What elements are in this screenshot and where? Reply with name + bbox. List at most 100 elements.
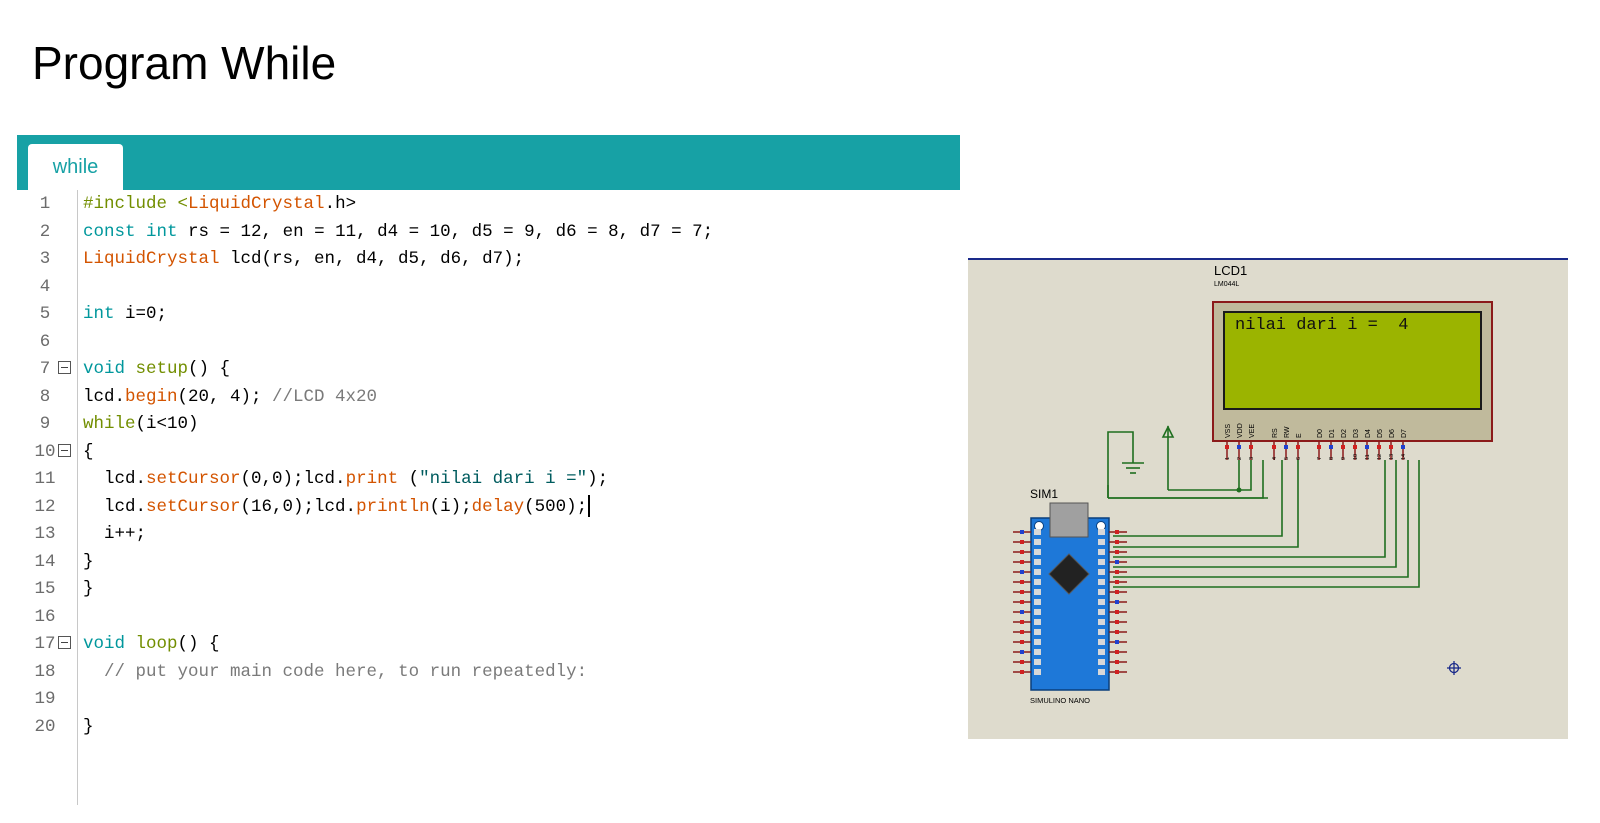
code-line[interactable]: 11 lcd.setCursor(0,0);lcd.print ("nilai … <box>17 465 960 493</box>
gutter-divider <box>77 190 78 805</box>
line-number: 10 <box>34 441 56 462</box>
code-token: (500); <box>524 496 588 517</box>
code-token: } <box>83 579 94 599</box>
power-icon <box>1161 425 1175 438</box>
code-token: void <box>83 359 126 379</box>
code-token: rs = 12, en = 11, d4 = 10, d5 = 9, d6 = … <box>177 221 714 242</box>
line-number: 7 <box>39 359 51 379</box>
code-line[interactable]: 16 <box>17 603 960 631</box>
pin-state-marker <box>1296 445 1300 449</box>
code-line[interactable]: 14} <box>17 548 960 576</box>
lcd-pin-number: 11 <box>1365 454 1371 460</box>
lcd-pin-label: VEE <box>1249 424 1256 438</box>
lcd-pin-number: 6 <box>1296 457 1302 460</box>
arduino-nano-board[interactable] <box>1030 517 1110 691</box>
code-line[interactable]: 20} <box>17 713 960 741</box>
line-number: 5 <box>39 304 51 324</box>
lcd-pin-number: 14 <box>1401 454 1407 460</box>
pin-state-marker <box>1020 550 1024 554</box>
code-text: } <box>83 713 94 741</box>
pin-state-marker <box>1115 570 1119 574</box>
code-line[interactable]: 6 <box>17 328 960 356</box>
code-line[interactable]: 15} <box>17 575 960 603</box>
pin-pad <box>1034 669 1041 675</box>
pin-state-marker <box>1020 610 1024 614</box>
code-line[interactable]: 5 int i=0; <box>17 300 960 328</box>
code-line[interactable]: 4 <box>17 273 960 301</box>
line-number: 16 <box>34 606 56 627</box>
code-token: } <box>83 551 94 572</box>
code-line[interactable]: 1#include <LiquidCrystal.h> <box>17 190 960 218</box>
line-number: 9 <box>39 414 51 434</box>
lcd-pin-number: 9 <box>1341 457 1347 460</box>
code-token: println <box>356 496 430 517</box>
code-text: int i=0; <box>83 300 167 328</box>
pin-pad <box>1034 629 1041 635</box>
code-token <box>83 662 104 682</box>
pin-state-marker <box>1341 445 1345 449</box>
line-number: 18 <box>34 661 56 682</box>
code-line[interactable]: 10 { <box>17 438 960 466</box>
code-token: begin <box>125 386 178 407</box>
code-line[interactable]: 18 // put your main code here, to run re… <box>17 658 960 686</box>
line-number: 19 <box>34 689 56 709</box>
code-token: int <box>146 221 178 242</box>
lcd-pin-number: 13 <box>1389 454 1395 460</box>
pin-state-marker <box>1020 640 1024 644</box>
lcd-pin-number: 12 <box>1377 454 1383 460</box>
wire-d7 <box>1113 460 1420 588</box>
fold-toggle-icon[interactable] <box>58 361 71 374</box>
code-text: { <box>83 438 94 466</box>
pin-pad <box>1034 619 1041 625</box>
code-text: LiquidCrystal lcd(rs, en, d4, d5, d6, d7… <box>83 245 524 273</box>
code-token: () { <box>188 359 231 379</box>
fold-toggle-icon[interactable] <box>58 636 71 649</box>
lcd-pin-label: D6 <box>1389 429 1396 438</box>
pin-pad <box>1098 659 1105 665</box>
lcd-pin-label: D5 <box>1377 429 1384 438</box>
lcd-pin-label: VSS <box>1225 424 1232 438</box>
lcd-pin-label: D0 <box>1317 429 1324 438</box>
pin-state-marker <box>1115 580 1119 584</box>
fold-toggle-icon[interactable] <box>58 443 71 457</box>
line-number: 2 <box>39 221 51 242</box>
wire-d4 <box>1113 460 1386 558</box>
code-token: print <box>345 469 399 489</box>
code-token <box>125 359 136 379</box>
code-token: setup <box>135 359 189 379</box>
pin-pad <box>1034 569 1041 575</box>
code-line[interactable]: 13 i++; <box>17 520 960 548</box>
code-token: while <box>83 414 136 434</box>
wire-junction <box>1236 487 1242 493</box>
pin-state-marker <box>1237 445 1241 449</box>
code-token: loop <box>135 634 178 654</box>
pin-pad <box>1098 559 1105 565</box>
lcd-pin-number: 7 <box>1317 457 1323 460</box>
pin-state-marker <box>1020 650 1024 654</box>
pin-state-marker <box>1115 630 1119 634</box>
lcd-pin-number: 10 <box>1353 454 1359 460</box>
lcd-label: LCD1 <box>1214 263 1247 278</box>
line-number: 4 <box>39 276 51 297</box>
code-line[interactable]: 7 void setup() { <box>17 355 960 383</box>
tab-while[interactable]: while <box>28 144 123 190</box>
pin-state-marker <box>1020 590 1024 594</box>
lcd-pin-label: VDD <box>1237 423 1244 438</box>
pin-state-marker <box>1115 530 1119 534</box>
pin-state-marker <box>1020 670 1024 674</box>
code-line[interactable]: 12 lcd.setCursor(16,0);lcd.println(i);de… <box>17 493 960 521</box>
usb-connector-icon <box>1049 502 1089 538</box>
code-line[interactable]: 19 <box>17 685 960 713</box>
pin-pad <box>1098 549 1105 555</box>
board-label: SIM1 <box>1030 487 1058 501</box>
nano-pins <box>1013 529 1127 675</box>
